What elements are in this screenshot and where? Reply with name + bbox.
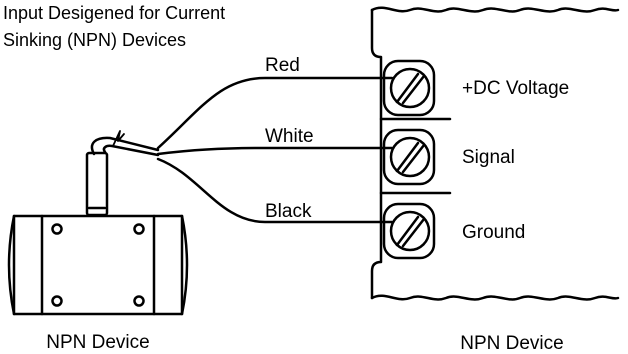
diagram-title-line2: Sinking (NPN) Devices <box>3 30 186 50</box>
terminal-block-left-edge <box>370 8 383 300</box>
wire-label-white: White <box>265 126 314 147</box>
sensor-cable <box>90 130 160 157</box>
wire-label-black: Black <box>265 201 312 222</box>
diagram-title-line1: Input Desigened for Current <box>3 3 225 23</box>
left-device-label: NPN Device <box>46 332 149 353</box>
terminal-block-bottom-edge <box>370 294 620 301</box>
wire-red <box>156 76 394 150</box>
wire-white <box>156 146 394 156</box>
terminal-label-dc-voltage: +DC Voltage <box>462 78 569 99</box>
right-device-label: NPN Device <box>460 333 563 354</box>
wire-label-red: Red <box>265 55 300 76</box>
terminal-screw-ground <box>382 202 436 260</box>
wire-black <box>156 157 394 224</box>
terminal-screw-dc-voltage <box>382 59 436 117</box>
terminal-block <box>370 6 620 301</box>
sensor-stem <box>85 151 109 217</box>
terminal-label-ground: Ground <box>462 222 525 243</box>
terminal-block-top-edge <box>370 6 620 13</box>
terminal-screw-signal <box>382 128 436 186</box>
npn-device-body <box>7 214 189 316</box>
terminal-label-signal: Signal <box>462 147 515 168</box>
